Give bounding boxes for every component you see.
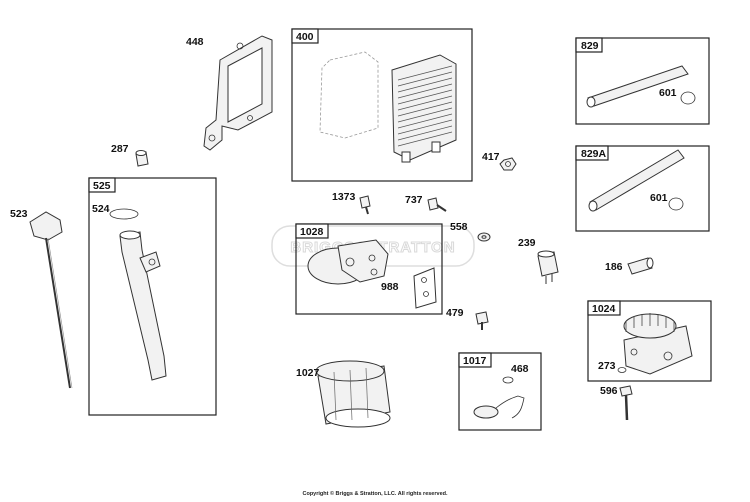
box-label-1017: 1017	[463, 355, 487, 367]
label-239: 239	[518, 237, 536, 249]
label-287: 287	[111, 143, 129, 155]
box-label-525: 525	[93, 180, 111, 192]
nut-part-417[interactable]	[499, 157, 517, 171]
box-label-1028: 1028	[300, 226, 324, 238]
oil-filter-part-1027[interactable]	[315, 360, 391, 428]
label-1373: 1373	[332, 191, 356, 203]
clamp-part-601b	[668, 197, 684, 211]
label-558: 558	[450, 221, 468, 233]
label-479: 479	[446, 307, 464, 319]
bolt-part-1373[interactable]	[359, 195, 371, 215]
bolt-part-479[interactable]	[475, 311, 489, 330]
box-label-400: 400	[296, 31, 314, 43]
screw-part-737[interactable]	[427, 197, 447, 212]
dipstick-part-523[interactable]	[29, 211, 73, 389]
switch-part-239[interactable]	[537, 250, 559, 284]
label-1027: 1027	[296, 367, 320, 379]
label-988: 988	[381, 281, 399, 293]
label-524: 524	[92, 203, 110, 215]
washer-part-558[interactable]	[477, 232, 491, 242]
copyright-notice: Copyright © Briggs & Stratton, LLC. All …	[302, 491, 448, 497]
box-label-829a: 829A	[581, 148, 607, 160]
label-468: 468	[511, 363, 529, 375]
label-596: 596	[600, 385, 618, 397]
box-label-829: 829	[581, 40, 599, 52]
label-601-b: 601	[650, 192, 668, 204]
oil-pump-part	[617, 313, 693, 375]
clamp-part-601a	[680, 91, 696, 105]
label-186: 186	[605, 261, 623, 273]
box-label-1024: 1024	[592, 303, 616, 315]
label-601-a: 601	[659, 87, 677, 99]
label-448: 448	[186, 36, 204, 48]
breather-part	[473, 376, 525, 419]
box-525[interactable]: 525	[88, 177, 217, 416]
gasket-part-988	[413, 267, 437, 309]
box-1024[interactable]: 1024 273	[587, 300, 712, 382]
label-417: 417	[482, 151, 500, 163]
bolt-part-596[interactable]	[619, 385, 633, 421]
fitting-part-287[interactable]	[135, 150, 149, 167]
box-829[interactable]: 829 601	[575, 37, 710, 125]
fitting-part-186[interactable]	[627, 257, 654, 275]
box-1028[interactable]: 1028 988	[295, 223, 443, 315]
oil-cooler-part	[391, 54, 457, 163]
bracket-part-448[interactable]	[203, 35, 273, 151]
label-523: 523	[10, 208, 28, 220]
dipstick-tube-part	[119, 230, 167, 381]
box-400[interactable]: 400	[291, 28, 473, 182]
box-829a[interactable]: 829A 601	[575, 145, 710, 232]
oil-filter-adapter-part	[307, 239, 389, 285]
label-273: 273	[598, 360, 616, 372]
label-737: 737	[405, 194, 423, 206]
box-1017[interactable]: 1017 468	[458, 352, 542, 431]
